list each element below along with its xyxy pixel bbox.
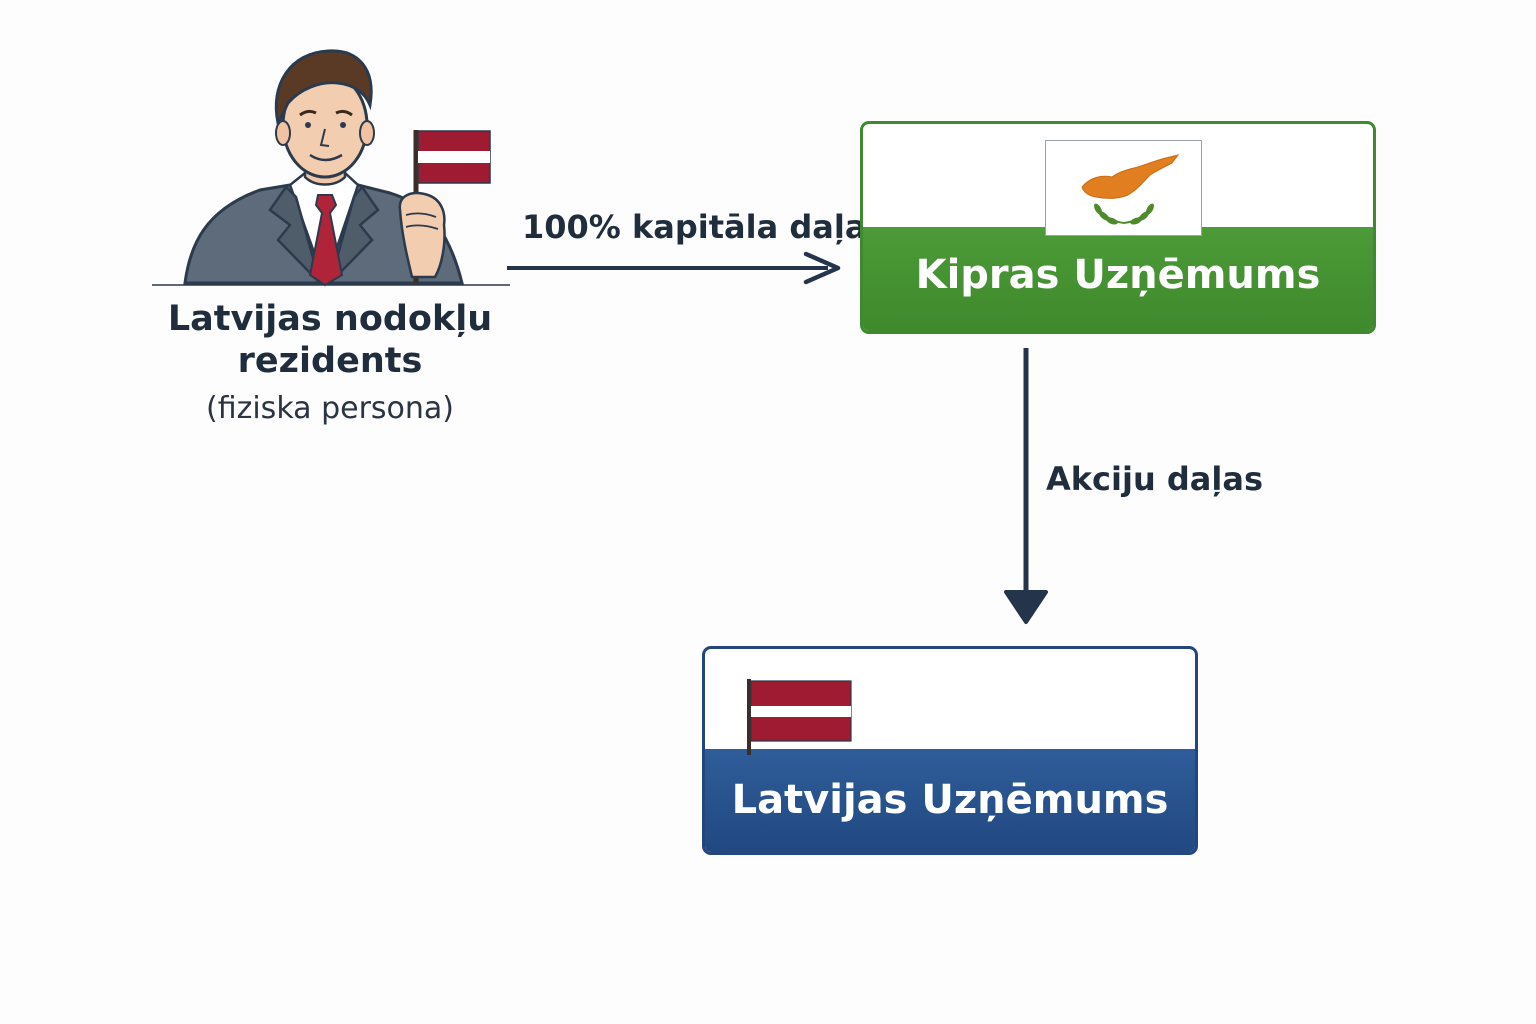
- person-subtitle: (fiziska persona): [206, 391, 454, 426]
- cyprus-company-box: Kipras Uzņēmums: [860, 121, 1376, 334]
- capital-arrow: [507, 251, 841, 285]
- latvian-company-band: [705, 749, 1195, 852]
- person-title-line2: rezidents: [237, 341, 423, 381]
- cyprus-company-name: Kipras Uzņēmums: [915, 252, 1321, 298]
- latvia-flag-icon: [747, 679, 852, 755]
- latvian-company-name: Latvijas Uzņēmums: [731, 777, 1169, 823]
- cyprus-flag-icon: [1045, 140, 1202, 236]
- person-title-line1: Latvijas nodokļu: [167, 299, 493, 339]
- shares-label: Akciju daļas: [1046, 460, 1263, 498]
- latvian-company-box: Latvijas Uzņēmums: [702, 646, 1198, 855]
- shares-arrow: [1004, 348, 1048, 624]
- capital-share-label: 100% kapitāla daļas: [522, 208, 886, 246]
- cyprus-company-band: [863, 227, 1373, 331]
- businessman-holding-flag-icon: [152, 49, 510, 287]
